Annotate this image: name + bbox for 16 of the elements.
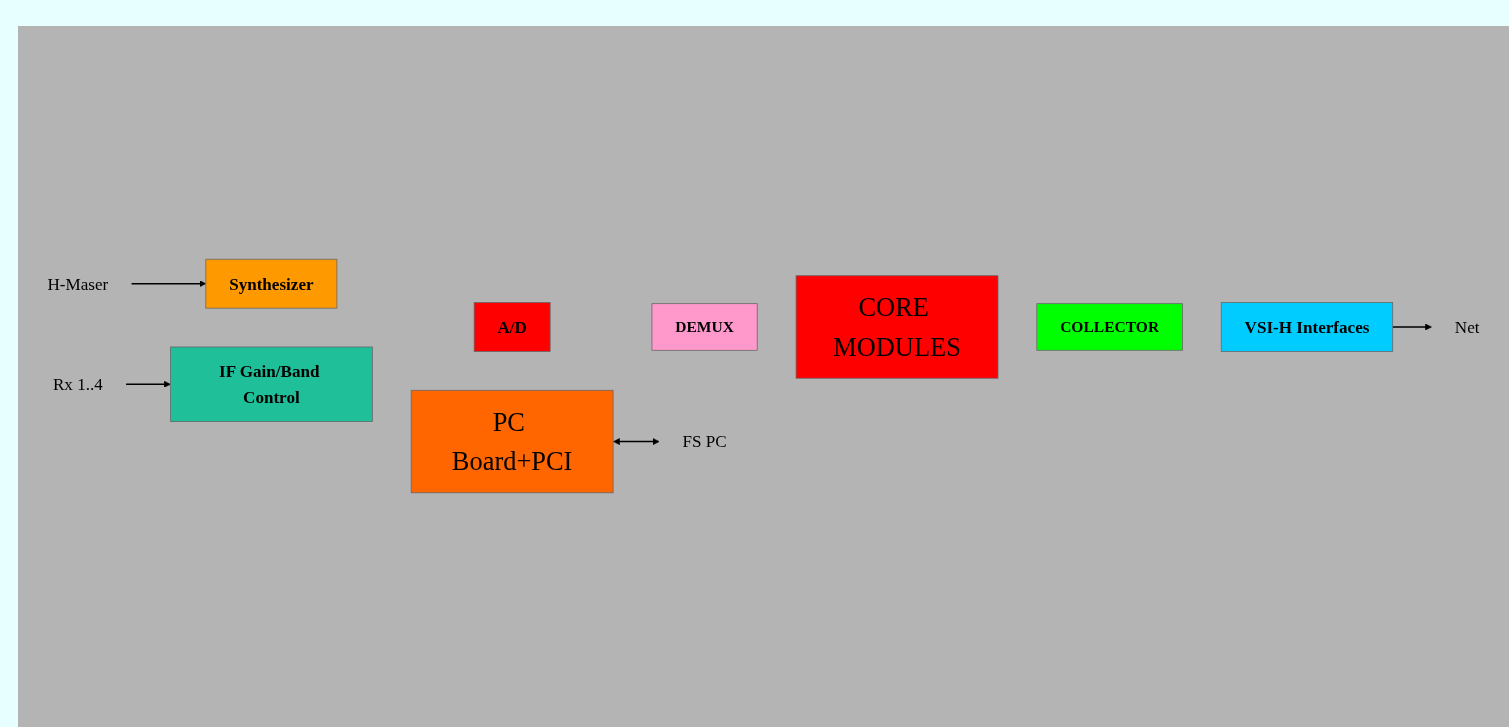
node-box: PC Board+PCI [410, 390, 614, 494]
node-box: COLLECTOR [1036, 303, 1183, 352]
arrow [1391, 324, 1432, 331]
node-box: CORE MODULES [795, 275, 999, 380]
node-text: FS PC [682, 432, 727, 452]
node-box: IF Gain/Band Control [170, 347, 373, 423]
arrow [613, 438, 660, 446]
arrow [130, 280, 207, 288]
arrow [125, 381, 171, 389]
node-box: DEMUX [651, 303, 758, 352]
node-text: H-Maser [47, 274, 109, 294]
node-text: Rx 1..4 [52, 375, 103, 395]
node-box: A/D [473, 302, 551, 353]
node-box: VSI-H Interfaces [1220, 302, 1394, 353]
node-box: Synthesizer [205, 259, 338, 309]
node-text: Net [1454, 317, 1480, 338]
